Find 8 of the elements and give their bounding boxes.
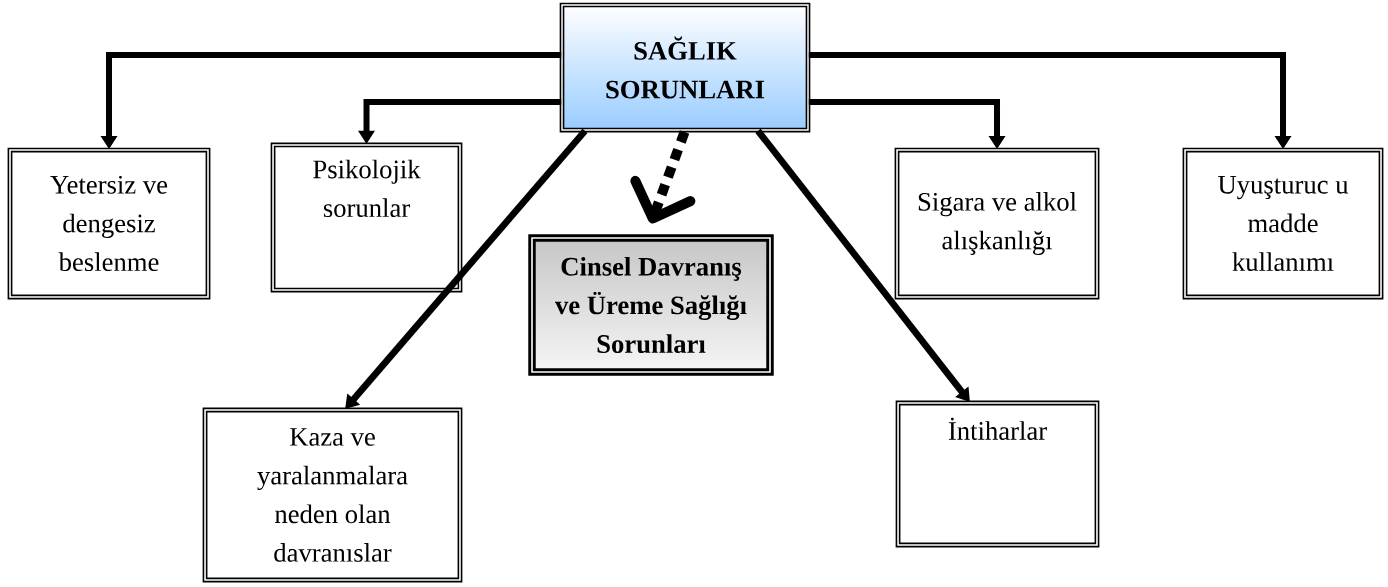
- text-box: İntiharlar: [895, 400, 1100, 548]
- highlight-box: Cinsel Davranış ve Üreme Sağlığı Sorunları: [528, 234, 774, 376]
- text-box: Uyuşturuc u madde kullanımı: [1182, 147, 1384, 300]
- text-box: Kaza ve yaralanmalara neden olan davranıslar: [202, 407, 463, 583]
- title-box: SAĞLIK SORUNLARI: [559, 2, 811, 133]
- text-box: Yetersiz ve dengesiz beslenme: [7, 147, 211, 300]
- text-box: Sigara ve alkol alışkanlığı: [894, 147, 1100, 300]
- text-box: Psikolojik sorunlar: [270, 142, 463, 293]
